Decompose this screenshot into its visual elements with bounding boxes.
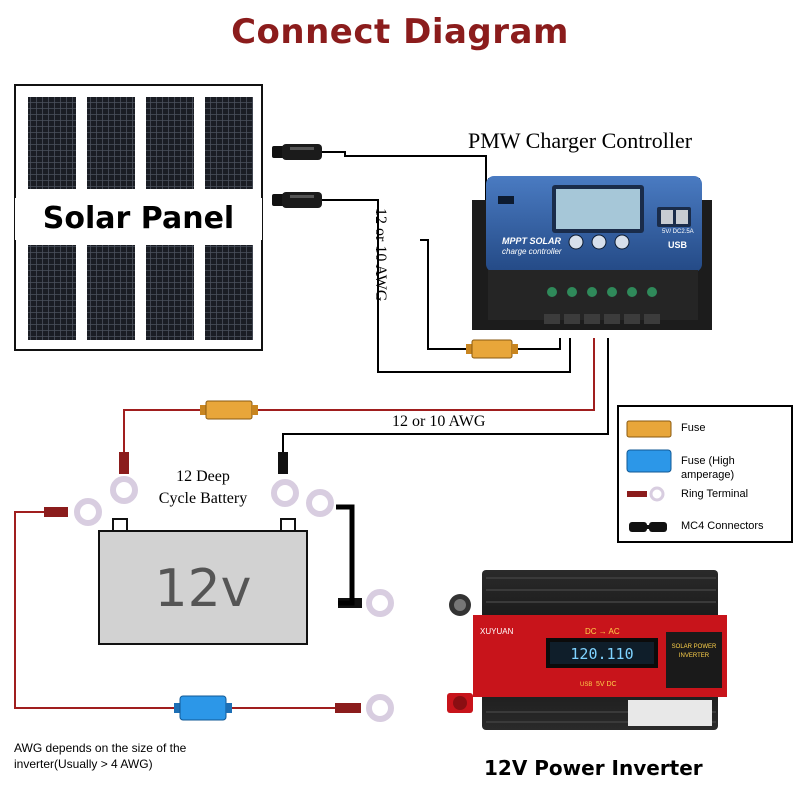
battery-negative-ring-terminal (271, 452, 299, 507)
negative-jumper-cable (336, 504, 355, 606)
legend-label-high-amp-fuse: Fuse (High amperage) (681, 455, 735, 481)
battery-title: 12 Deep Cycle Battery (148, 466, 258, 510)
awg-note: AWG depends on the size of the inverter(… (14, 740, 186, 772)
charge-controller (472, 176, 712, 330)
ring-terminal-icon (627, 486, 665, 502)
inverter-panel-line1: SOLAR POWER (672, 644, 717, 650)
controller-brand-line2: charge controller (502, 247, 562, 256)
battery-fuse (200, 400, 258, 420)
diagram-title: Connect Diagram (231, 12, 569, 52)
mc4-connector-icon (629, 522, 667, 532)
fuse-icon (626, 420, 672, 438)
controller-title: PMW Charger Controller (468, 128, 693, 153)
inverter-positive-ring-terminal (44, 498, 102, 526)
awg-note-line2: inverter(Usually > 4 AWG) (14, 757, 153, 771)
high-amp-fuse-icon (626, 449, 672, 473)
solar-cells-bottom (28, 245, 253, 340)
mc4-connector-positive (272, 144, 322, 160)
panel-fuse (466, 339, 518, 359)
inverter-panel-line2: INVERTER (679, 653, 710, 659)
battery-title-line2: Cycle Battery (158, 490, 248, 507)
battery-title-line1: 12 Deep (176, 468, 230, 485)
battery (98, 518, 308, 645)
battery-wires (14, 338, 609, 709)
legend-item-ring-terminal: Ring Terminal (619, 483, 791, 509)
controller-usb-label: USB (668, 240, 688, 250)
legend-item-high-amp-fuse: Fuse (High amperage) (619, 448, 791, 481)
legend-label-mc4: MC4 Connectors (681, 520, 764, 532)
controller-brand-line1: MPPT SOLAR (502, 236, 562, 246)
inverter-usb-label: USB (580, 682, 592, 688)
legend-label-ring-terminal: Ring Terminal (681, 488, 749, 500)
battery-wire-gauge-label: 12 or 10 AWG (392, 413, 486, 430)
awg-note-line1: AWG depends on the size of the (14, 741, 187, 755)
legend-item-fuse: Fuse (619, 417, 791, 443)
panel-wires (322, 151, 571, 373)
inverter-display-reading: 120.110 (570, 645, 633, 663)
inverter-lead-ring-terminal (335, 694, 394, 722)
power-inverter (447, 570, 727, 730)
inverter-usb-spec: 5V DC (596, 681, 617, 688)
inverter-brand: XUYUAN (480, 627, 514, 636)
controller-usb-spec: 5V/ DC2.5A (662, 229, 694, 235)
solar-panel-label: Solar Panel (15, 198, 262, 240)
legend-item-mc4: MC4 Connectors (619, 515, 791, 541)
mc4-connector-negative (272, 192, 322, 208)
battery-positive-ring-terminal (110, 452, 138, 504)
battery-voltage: 12v (155, 559, 252, 619)
inverter-mode: DC → AC (585, 627, 620, 636)
inverter-negative-ring-terminal-a (306, 489, 334, 517)
high-amperage-fuse (174, 695, 232, 721)
inverter-title: 12V Power Inverter (484, 756, 703, 780)
legend-label-fuse: Fuse (681, 422, 706, 434)
legend: Fuse Fuse (High amperage) Ring Terminal … (617, 405, 793, 543)
panel-wire-gauge-label: 12 or 10 AWG (372, 208, 389, 302)
solar-cells-top (28, 97, 253, 189)
